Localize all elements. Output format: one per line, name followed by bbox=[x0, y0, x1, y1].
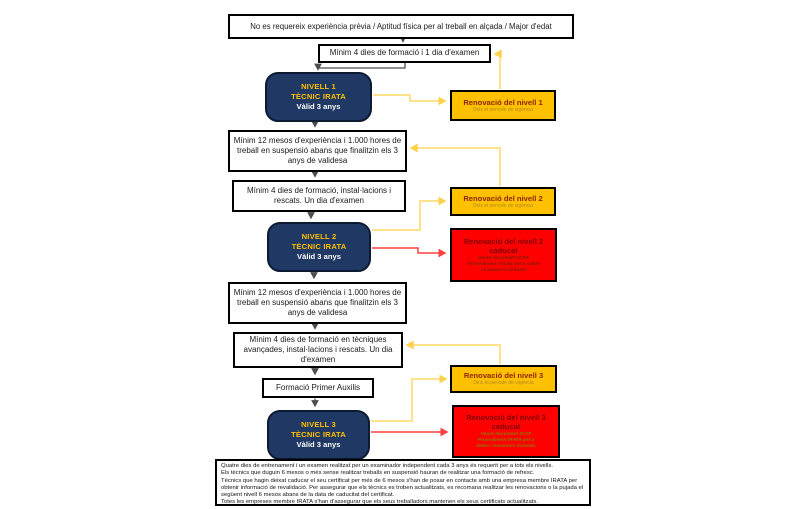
experience-level2-box: Mínim 12 mesos d'experiència i 1.000 hor… bbox=[228, 282, 407, 324]
level2-box: NIVELL 2 TÈCNIC IRATA Vàlid 3 anys bbox=[267, 222, 371, 272]
footnote-line: Totes les empreses membre IRATA s'han d'… bbox=[221, 499, 538, 506]
expired-level3-note1: Veure document ICOP bbox=[480, 432, 532, 437]
connector-level3-to-renewal3 bbox=[371, 374, 448, 422]
expired-level3-title: Renovació del nivell 3 caducat bbox=[466, 413, 546, 431]
renewal-level1-subtitle: Dins el període de vigència bbox=[472, 106, 534, 113]
expired-level2-note1: Veure document ICOP bbox=[478, 255, 529, 261]
course-level1-box: Mínim 4 dies de formació i 1 dia d'exame… bbox=[318, 44, 491, 63]
expired-level3-note3: dates i Ascensos Directes bbox=[476, 444, 536, 449]
footnote-line: obtenir informació de revalidació. Per a… bbox=[221, 484, 584, 491]
expired-level2-title: Renovació del nivell 2 caducat bbox=[463, 236, 544, 255]
footnote-line: Els tècnics que duguin 6 mesos o més sen… bbox=[221, 470, 535, 477]
expired-level3-note2: Procediment IRATA per a bbox=[477, 438, 535, 443]
level3-validity: Vàlid 3 anys bbox=[296, 440, 341, 449]
level3-role: TÈCNIC IRATA bbox=[291, 430, 346, 439]
footnote-line: següent nivell 6 mesos abans de la data … bbox=[221, 492, 395, 498]
arrow-course1-to-level1 bbox=[314, 63, 406, 71]
first-aid-box: Formació Primer Auxilis bbox=[262, 378, 374, 398]
level1-name: NIVELL 1 bbox=[301, 82, 336, 91]
footnote-line: Quatre dies de entrenament i un examen r… bbox=[221, 463, 554, 469]
connector-level2-to-expired2 bbox=[372, 247, 447, 258]
connector-renewal3-to-course3 bbox=[405, 340, 501, 364]
course-level3-box: Mínim 4 dies de formació en tècniques av… bbox=[233, 332, 403, 368]
expired-level3-box: Renovació del nivell 3 caducat Veure doc… bbox=[452, 405, 560, 458]
level2-name: NIVELL 2 bbox=[301, 232, 337, 241]
renewal-level3-subtitle: Dins el període de vigència bbox=[473, 380, 534, 387]
level1-role: TÈCNIC IRATA bbox=[291, 92, 346, 101]
expired-level2-note2: Procediment #04.04 per a saber bbox=[467, 261, 540, 267]
renewal-level2-subtitle: Dins el període de vigència bbox=[472, 202, 534, 209]
renewal-level1-title: Renovació del nivell 1 bbox=[463, 97, 543, 107]
level1-box: NIVELL 1 TÈCNIC IRATA Vàlid 3 anys bbox=[265, 72, 372, 122]
level2-role: TÈCNIC IRATA bbox=[291, 242, 347, 251]
level2-validity: Vàlid 3 anys bbox=[297, 252, 341, 261]
renewal-level2-title: Renovació del nivell 2 bbox=[463, 193, 543, 203]
connector-level1-to-renewal1 bbox=[373, 94, 447, 106]
level1-validity: Vàlid 3 anys bbox=[296, 102, 341, 111]
footnote-line: Tècnics que hagin deixat caducar el seu … bbox=[221, 477, 578, 484]
course-level2-box: Mínim 4 dies de formació, instal·lacions… bbox=[232, 180, 406, 212]
expired-level2-note3: i Ascensos Directes bbox=[480, 267, 527, 273]
expired-level2-box: Renovació del nivell 2 caducat Veure doc… bbox=[450, 228, 557, 282]
connector-renewal1-to-course1 bbox=[493, 49, 502, 89]
renewal-level1-box: Renovació del nivell 1 Dins el període d… bbox=[450, 90, 556, 121]
prerequisites-box: No es requereix experiència prèvia / Apt… bbox=[228, 14, 574, 39]
level3-box: NIVELL 3 TÈCNIC IRATA Vàlid 3 anys bbox=[267, 410, 370, 460]
experience-level1-box: Mínim 12 mesos d'experiència i 1.000 hor… bbox=[228, 130, 407, 172]
renewal-level3-title: Renovació del nivell 3 bbox=[463, 371, 544, 381]
level3-name: NIVELL 3 bbox=[301, 420, 336, 429]
renewal-level3-box: Renovació del nivell 3 Dins el període d… bbox=[450, 365, 557, 393]
footnotes-box: Quatre dies de entrenament i un examen r… bbox=[215, 459, 591, 506]
connector-renewal2-to-experience1 bbox=[409, 143, 501, 186]
renewal-level2-box: Renovació del nivell 2 Dins el període d… bbox=[450, 187, 556, 216]
